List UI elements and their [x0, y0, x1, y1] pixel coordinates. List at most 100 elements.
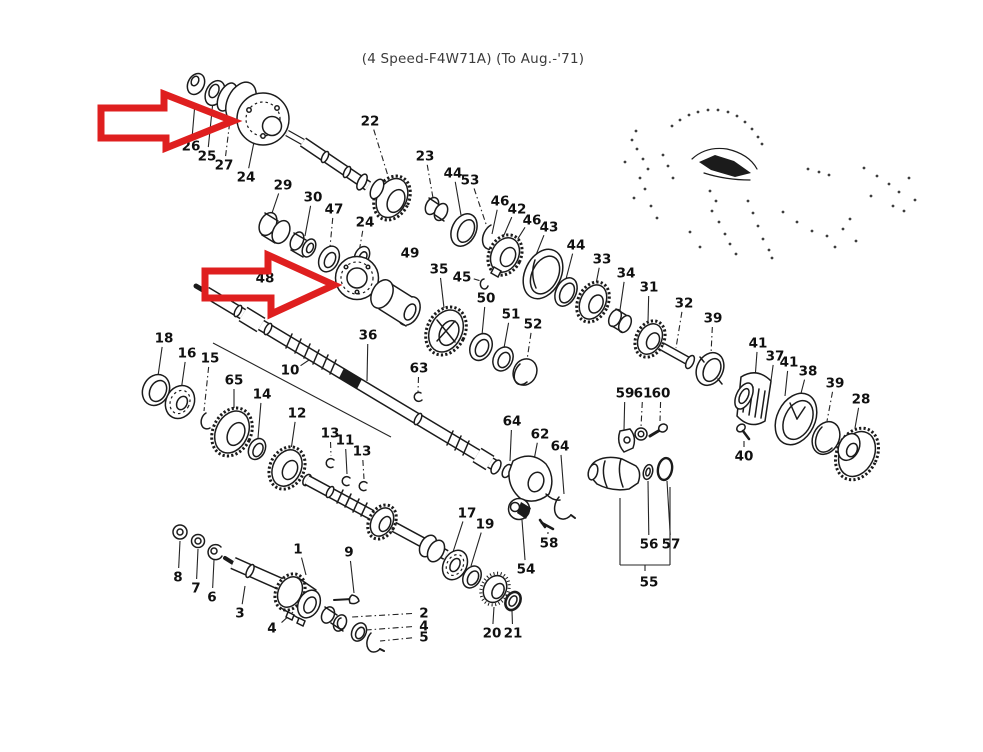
rear-extension-parts: [734, 372, 881, 482]
ghost-dot: [646, 167, 650, 171]
ghost-dot: [638, 176, 642, 180]
ghost-dot: [698, 245, 702, 249]
part-label-24: 24: [237, 170, 256, 186]
part-label-46: 46: [523, 213, 542, 229]
ghost-dot: [716, 108, 720, 112]
ghost-dot: [666, 164, 670, 168]
ghost-dot: [897, 190, 901, 194]
clip-5: [366, 632, 381, 653]
leader-line-7: [196, 548, 199, 580]
leader-line-6: [212, 559, 215, 589]
leader-line-22: [373, 129, 389, 177]
part-label-12: 12: [288, 406, 307, 422]
ghost-dot: [649, 204, 653, 208]
ghost-dot: [735, 114, 739, 118]
countershaft-front-parts: [258, 211, 538, 403]
ghost-dot: [781, 210, 785, 214]
leader-line-64: [560, 454, 565, 495]
mainshaft-assembly: [193, 283, 576, 521]
leader-line-31: [647, 295, 650, 323]
ghost-dot: [833, 245, 837, 249]
car-window-outline-bottom: [703, 172, 751, 181]
leader-line-44: [454, 181, 462, 216]
ghost-dot: [817, 170, 821, 174]
part-label-10: 10: [281, 363, 300, 379]
leader-line-63: [417, 376, 420, 393]
ghost-dot: [760, 142, 764, 146]
leader-line-52: [526, 332, 532, 361]
ghost-dot: [891, 204, 895, 208]
part-label-39: 39: [826, 376, 845, 392]
part-label-36: 36: [359, 328, 378, 344]
part-label-45: 45: [453, 270, 472, 286]
part-label-9: 9: [344, 545, 353, 561]
ghost-dot: [825, 234, 829, 238]
part-label-41: 41: [780, 355, 799, 371]
part-label-6: 6: [207, 590, 216, 606]
part-label-34: 34: [617, 266, 636, 282]
part-label-20: 20: [483, 626, 502, 642]
ghost-dot: [756, 224, 760, 228]
page-title: (4 Speed-F4W71A) (To Aug.-'71): [361, 51, 585, 67]
leader-line-56: [647, 480, 650, 536]
part-label-44: 44: [444, 166, 463, 182]
leader-line-19: [470, 532, 482, 567]
ghost-dot: [767, 248, 771, 252]
ghost-dot: [632, 196, 636, 200]
part-label-47: 47: [325, 202, 344, 218]
ghost-dot: [862, 166, 866, 170]
part-label-21: 21: [504, 626, 523, 642]
leader-line-54: [521, 519, 526, 561]
part-label-3: 3: [235, 606, 244, 622]
lever-9: [348, 594, 360, 605]
leader-line-47: [329, 217, 334, 248]
lower-left-gear-set: [141, 373, 368, 492]
ghost-dot: [726, 110, 730, 114]
leader-line-15: [203, 366, 210, 412]
part-label-59: 59: [616, 386, 635, 402]
leader-line-4: [365, 626, 413, 631]
o-ring-57: [656, 456, 674, 482]
ghost-dot: [688, 230, 692, 234]
ghost-dot: [810, 229, 814, 233]
part-label-40: 40: [735, 449, 754, 465]
clip-63: [413, 391, 423, 403]
part-label-42: 42: [508, 202, 527, 218]
ghost-dot: [655, 216, 659, 220]
part-label-44: 44: [567, 238, 586, 254]
leader-line-45: [473, 278, 482, 282]
ghost-dot: [641, 157, 645, 161]
ghost-dot: [841, 227, 845, 231]
leader-line-60: [659, 401, 662, 422]
ghost-dot: [751, 211, 755, 215]
leader-line-39: [710, 326, 713, 355]
spline-band: [339, 368, 362, 389]
ghost-dot: [848, 217, 852, 221]
ghost-dot: [756, 135, 760, 139]
part-label-38: 38: [799, 364, 818, 380]
part-label-55: 55: [640, 575, 659, 591]
ghost-dot: [827, 173, 831, 177]
ghost-dot: [671, 176, 675, 180]
part-label-30: 30: [304, 190, 323, 206]
part-label-60: 60: [652, 386, 671, 402]
ghost-dot: [678, 118, 682, 122]
part-label-65: 65: [225, 373, 244, 389]
ghost-dot: [728, 242, 732, 246]
part-label-19: 19: [476, 517, 495, 533]
leader-line-46: [491, 209, 498, 235]
leader-line-8: [178, 540, 181, 569]
reverse-idler-assembly: [172, 524, 385, 653]
leader-line-39: [826, 391, 834, 422]
part-label-23: 23: [416, 149, 435, 165]
part-label-31: 31: [640, 280, 659, 296]
countershaft-rear-assembly: [302, 473, 522, 612]
clip-11: [341, 475, 351, 487]
part-label-54: 54: [517, 562, 536, 578]
leader-line-20: [492, 606, 495, 625]
ghost-dot: [734, 252, 738, 256]
part-label-5: 5: [419, 630, 428, 646]
part-label-56: 56: [640, 537, 659, 553]
ghost-car-sketch: [623, 108, 917, 260]
leader-line-2: [351, 612, 413, 618]
